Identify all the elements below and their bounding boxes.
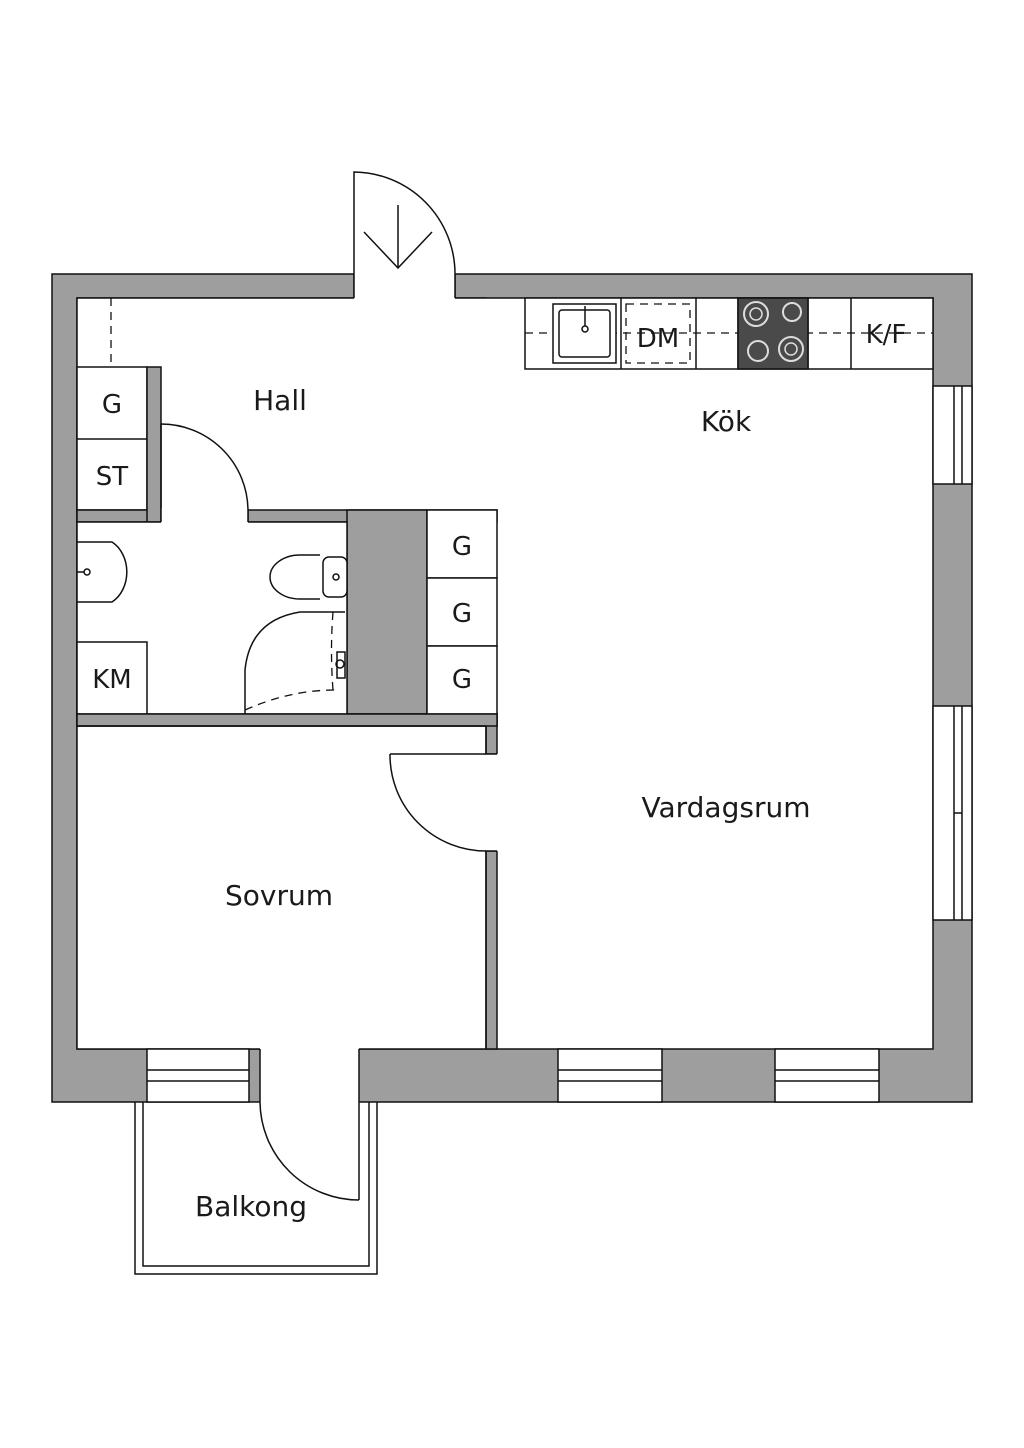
room-label-kok: Kök xyxy=(701,405,752,438)
shower-icon xyxy=(244,611,346,714)
stove-icon xyxy=(737,297,809,370)
fixture-label-closet-g1: G xyxy=(452,532,472,562)
window-kok xyxy=(932,385,973,485)
sink-icon xyxy=(77,541,128,603)
balcony-door-gap xyxy=(260,1048,359,1104)
window-vardagsrum-2 xyxy=(774,1048,880,1103)
room-label-sovrum: Sovrum xyxy=(225,879,333,912)
fixture-label-closet-g3: G xyxy=(452,665,472,695)
room-label-hall: Hall xyxy=(253,384,307,417)
sovrum-wall-top xyxy=(76,713,498,727)
washing-machine xyxy=(76,641,148,715)
sovrum-door-gap xyxy=(486,754,498,851)
kitchen-sink-icon xyxy=(552,303,617,364)
entrance-door xyxy=(353,171,456,275)
room-label-balkong: Balkong xyxy=(195,1190,307,1223)
window-vardagsrum-right xyxy=(932,705,973,921)
fixture-label-closet-g2: G xyxy=(452,599,472,629)
window-sovrum xyxy=(146,1048,250,1103)
balcony xyxy=(134,1101,378,1275)
bathroom-door xyxy=(160,423,249,524)
sovrum-outline xyxy=(77,725,487,1049)
closets xyxy=(426,509,498,715)
fixture-label-kf: K/F xyxy=(866,320,907,350)
fixture-label-hall-st: ST xyxy=(96,462,129,492)
room-label-vardagsrum: Vardagsrum xyxy=(642,791,811,824)
fixture-label-dm: DM xyxy=(637,324,679,354)
fixture-label-km: KM xyxy=(92,665,131,695)
window-vardagsrum-1 xyxy=(557,1048,663,1103)
toilet-icon xyxy=(269,554,348,600)
entrance-gap xyxy=(354,272,455,300)
dishwasher xyxy=(625,303,691,364)
sovrum-door xyxy=(389,753,487,852)
fixture-label-hall-g: G xyxy=(102,390,122,420)
